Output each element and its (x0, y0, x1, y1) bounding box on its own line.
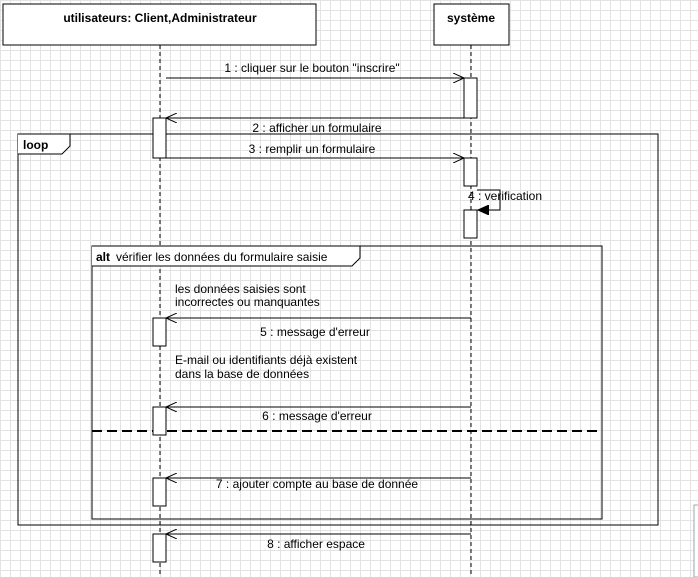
message-1-label: 1 : cliquer sur le bouton "inscrire" (224, 61, 399, 75)
activation-users-5[interactable] (152, 533, 167, 563)
alt-fragment[interactable]: alt vérifier les données du formulaire s… (91, 245, 603, 520)
message-2[interactable]: 2 : afficher un formulaire (166, 118, 471, 135)
activation-users-1[interactable] (152, 117, 167, 159)
message-6[interactable]: 6 : message d'erreur (166, 407, 471, 423)
activation-system-2[interactable] (463, 157, 478, 187)
message-4-arrow[interactable] (477, 189, 501, 210)
message-6-label: 6 : message d'erreur (262, 409, 372, 423)
lifeline-users-label: utilisateurs: Client,Administrateur (63, 11, 257, 25)
condition-2-line-1: E-mail ou identifiants déjà existent (175, 353, 358, 367)
offscreen-shape (693, 504, 698, 577)
lifeline-users[interactable]: utilisateurs: Client,Administrateur (2, 3, 317, 46)
message-8-label: 8 : afficher espace (267, 537, 365, 551)
message-7[interactable]: 7 : ajouter compte au base de donnée (166, 477, 471, 491)
activation-system-3[interactable] (463, 209, 478, 239)
message-8[interactable]: 8 : afficher espace (166, 534, 471, 551)
activation-system-1[interactable] (463, 77, 478, 119)
message-2-label: 2 : afficher un formulaire (252, 121, 382, 135)
condition-2: E-mail ou identifiants déjà existent dan… (175, 353, 358, 381)
condition-1-line-1: les données saisies sont (175, 282, 306, 296)
condition-1-line-2: incorrectes ou manquantes (175, 295, 320, 309)
alt-guard-label: vérifier les données du formulaire saisi… (116, 250, 328, 264)
message-3-label: 3 : remplir un formulaire (249, 142, 376, 156)
lifeline-users-head[interactable] (2, 3, 317, 46)
message-3[interactable]: 3 : remplir un formulaire (166, 142, 464, 158)
loop-frame (17, 133, 659, 526)
activation-users-4[interactable] (152, 477, 167, 507)
loop-fragment[interactable]: loop (17, 133, 659, 526)
loop-operator-label: loop (23, 138, 48, 152)
message-5[interactable]: 5 : message d'erreur (166, 318, 471, 339)
message-1[interactable]: 1 : cliquer sur le bouton "inscrire" (166, 61, 464, 78)
message-7-label: 7 : ajouter compte au base de donnée (216, 477, 418, 491)
condition-2-line-2: dans la base de données (175, 367, 309, 381)
activation-users-3[interactable] (152, 406, 167, 436)
lifeline-system-label: système (447, 11, 495, 25)
lifeline-system-head[interactable] (433, 3, 510, 46)
alt-operator-tab (92, 245, 361, 267)
message-4-label: 4 : verification (468, 189, 542, 203)
lifeline-system[interactable]: système (433, 3, 510, 46)
activation-users-2[interactable] (152, 317, 167, 347)
message-5-label: 5 : message d'erreur (260, 325, 370, 339)
loop-operator-tab (18, 133, 71, 155)
condition-1: les données saisies sont incorrectes ou … (175, 282, 320, 309)
alt-operator-label: alt (96, 250, 110, 264)
message-4[interactable]: 4 : verification (468, 189, 542, 210)
